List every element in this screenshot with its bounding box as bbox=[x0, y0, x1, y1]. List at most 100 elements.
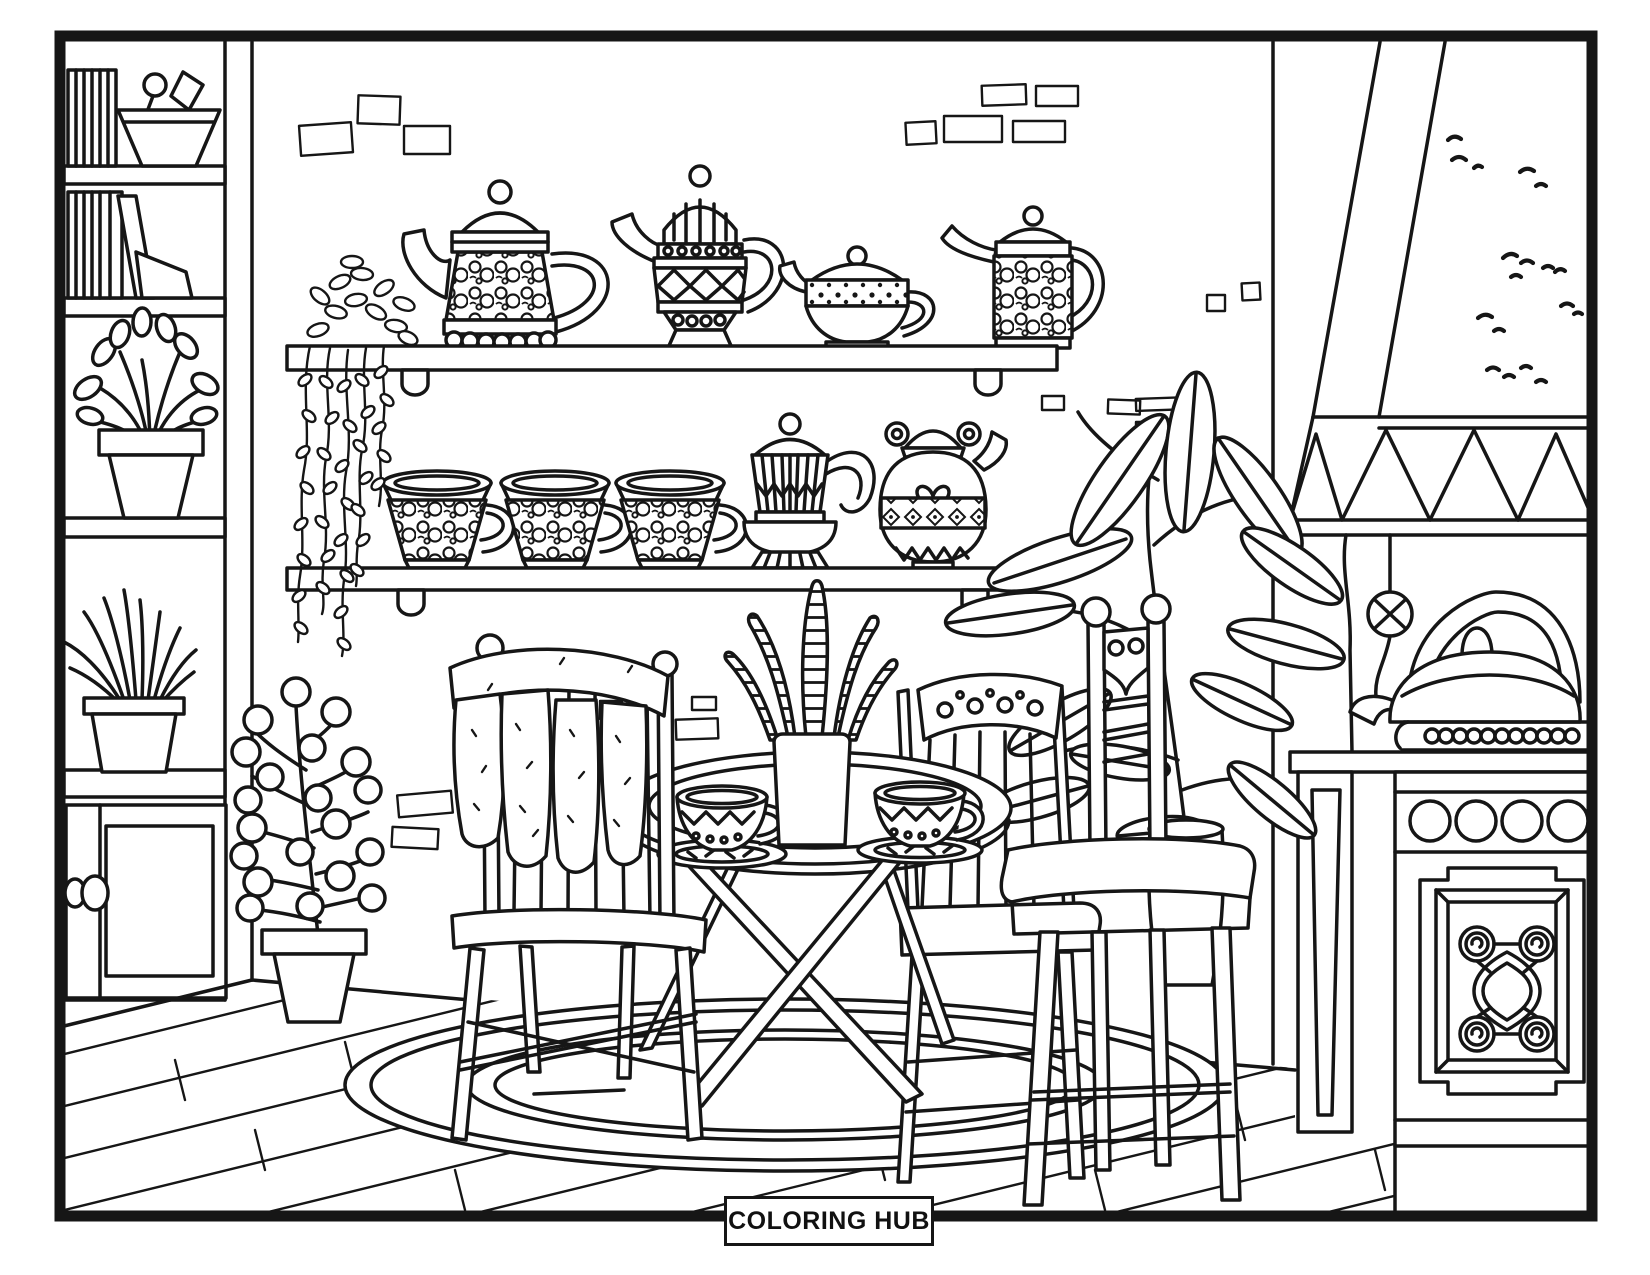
chimney-edge-right bbox=[1377, 40, 1447, 419]
hanging-plant-leaves bbox=[291, 254, 419, 652]
teacup bbox=[499, 469, 634, 570]
seat-apron bbox=[1010, 896, 1252, 936]
plant-berries bbox=[229, 676, 387, 1024]
lid-knob bbox=[487, 179, 513, 205]
spout bbox=[610, 212, 664, 264]
post-ball bbox=[1080, 596, 1112, 628]
bowl bbox=[742, 520, 838, 556]
burner-tray bbox=[1394, 720, 1590, 752]
teapot-tall bbox=[940, 205, 1105, 350]
chair-leg bbox=[1022, 930, 1060, 1207]
zigzag-band bbox=[680, 810, 756, 826]
shelf-bracket bbox=[973, 368, 1003, 397]
chair-leg bbox=[674, 946, 704, 1142]
wall-shelves bbox=[285, 164, 1105, 658]
spout bbox=[401, 228, 452, 300]
band bbox=[879, 496, 987, 530]
range-hood bbox=[1284, 415, 1592, 754]
potted-plant-table bbox=[723, 579, 899, 847]
hanging-plant bbox=[291, 254, 419, 658]
teacup bbox=[381, 469, 516, 570]
towel bbox=[448, 647, 670, 874]
shelf-board bbox=[62, 768, 227, 799]
shelf-board bbox=[62, 164, 227, 186]
plant-pot-rim bbox=[82, 696, 186, 716]
chair-leg bbox=[518, 944, 542, 1074]
lid-knob bbox=[778, 412, 802, 436]
shelf-upper bbox=[285, 344, 1059, 372]
window-birds bbox=[1445, 134, 1585, 385]
ear-handle bbox=[884, 421, 910, 447]
teacup-left bbox=[656, 784, 789, 870]
chair-leg bbox=[616, 944, 636, 1080]
shelf-lower bbox=[285, 566, 1002, 592]
leaf bbox=[746, 612, 797, 739]
chair-leg bbox=[450, 946, 486, 1142]
wall-base-left bbox=[58, 978, 472, 1029]
handle bbox=[550, 251, 610, 334]
stove-knob bbox=[1500, 799, 1544, 843]
stove-knob bbox=[1454, 799, 1498, 843]
books-row-1 bbox=[66, 68, 118, 168]
body bbox=[992, 254, 1074, 340]
teapot-fluted bbox=[742, 412, 876, 570]
teacup-right bbox=[856, 780, 985, 865]
chair-seat bbox=[999, 837, 1257, 904]
teapot-floral bbox=[401, 179, 610, 352]
teapot-squat bbox=[778, 245, 936, 350]
chimney-breast-edge bbox=[1342, 533, 1354, 754]
counter bbox=[1288, 750, 1594, 774]
triangle-row bbox=[894, 546, 970, 562]
handle bbox=[1068, 246, 1105, 334]
shelf-bracket bbox=[396, 588, 426, 617]
plant-pot bbox=[90, 712, 178, 774]
pot bbox=[272, 952, 356, 1024]
stove-body bbox=[1393, 770, 1594, 1216]
chair-top-rail bbox=[916, 672, 1064, 742]
bookshelf bbox=[62, 40, 228, 1002]
lid-knob bbox=[1022, 205, 1044, 227]
teacup bbox=[614, 469, 749, 570]
leaf bbox=[846, 658, 899, 742]
books-row-2 bbox=[66, 190, 194, 300]
stove bbox=[1288, 590, 1594, 1216]
body bbox=[444, 250, 556, 322]
leaf bbox=[723, 650, 780, 742]
leaf bbox=[832, 614, 880, 739]
collar bbox=[994, 240, 1072, 258]
kettle-body bbox=[1388, 650, 1582, 724]
zigzag-band bbox=[878, 806, 954, 822]
post-ball bbox=[1140, 593, 1172, 625]
table-setting bbox=[656, 579, 985, 870]
chair-leg bbox=[1090, 930, 1112, 1172]
stove-knob bbox=[1408, 799, 1452, 843]
footer-label: COLORING HUB bbox=[724, 1196, 934, 1246]
cabinet bbox=[63, 803, 228, 1000]
chair-right-tall bbox=[999, 593, 1257, 1207]
chair-leg bbox=[1056, 950, 1086, 1180]
spout bbox=[824, 450, 876, 514]
shelf-plant-leafy bbox=[72, 306, 220, 520]
shelf-plant-spiky bbox=[62, 588, 198, 774]
plant-pot bbox=[107, 453, 195, 520]
handle bbox=[902, 290, 936, 338]
kettle bbox=[1348, 590, 1582, 726]
teapot-heart bbox=[878, 421, 1009, 570]
lid-knob bbox=[688, 164, 712, 188]
lid bbox=[810, 262, 904, 282]
spout bbox=[972, 430, 1009, 472]
plant-pot bbox=[772, 732, 852, 847]
chair-seat bbox=[450, 907, 708, 954]
chair-post bbox=[1146, 619, 1168, 852]
spout bbox=[940, 224, 998, 264]
chair-seat bbox=[898, 901, 1103, 957]
bowl-of-utensils bbox=[116, 70, 222, 168]
brand-text: COLORING HUB bbox=[728, 1206, 930, 1235]
cabinet-door bbox=[104, 824, 215, 978]
dotted-band bbox=[804, 278, 910, 308]
pot-rim bbox=[260, 928, 368, 956]
plant-pot-rim bbox=[97, 428, 205, 457]
chair-leg bbox=[1210, 926, 1242, 1202]
